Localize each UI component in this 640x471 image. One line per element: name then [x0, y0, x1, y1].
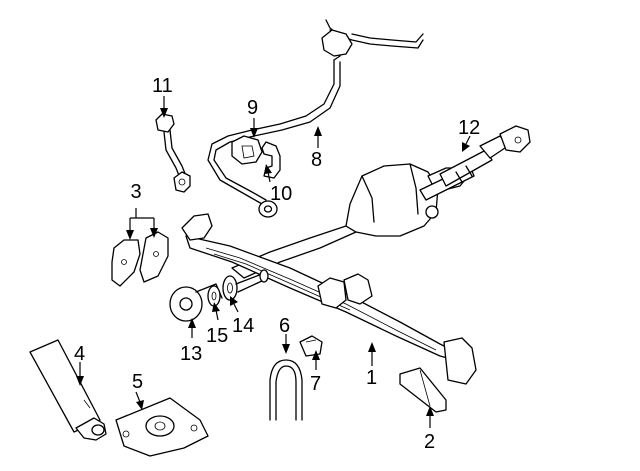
stabilizer-bar[interactable] [207, 19, 424, 218]
callout-2: 2 [424, 431, 435, 453]
callout-15: 15 [206, 325, 228, 347]
spring-shackle[interactable] [399, 367, 447, 413]
callout-5: 5 [132, 371, 143, 393]
leaf-spring[interactable] [181, 213, 477, 385]
callout-6: 6 [279, 315, 290, 337]
callout-4: 4 [74, 343, 85, 365]
spring-bracket-right[interactable] [139, 231, 169, 283]
callouts: 1 2 3 4 5 6 7 8 9 10 11 12 13 14 15 [74, 75, 480, 453]
u-bolt[interactable] [269, 359, 303, 421]
spring-bracket-left[interactable] [111, 239, 141, 287]
callout-8: 8 [311, 149, 322, 171]
callout-11: 11 [152, 75, 173, 97]
bump-stop[interactable] [299, 335, 323, 357]
leader-lines [76, 96, 471, 428]
callout-7: 7 [310, 373, 321, 395]
stabilizer-bushing[interactable] [231, 135, 263, 165]
callout-9: 9 [247, 97, 258, 119]
hanger-bolt [235, 273, 265, 293]
washer-14[interactable] [222, 275, 238, 301]
callout-14: 14 [232, 315, 254, 337]
hanger-bolt-end [259, 269, 269, 283]
spring-hanger-bushing[interactable] [169, 283, 223, 322]
callout-1: 1 [366, 367, 377, 389]
callout-3: 3 [130, 181, 141, 203]
spring-plate[interactable] [115, 397, 209, 457]
shock-absorber[interactable] [29, 339, 107, 441]
callout-12: 12 [458, 117, 480, 139]
drive-shaft[interactable] [439, 125, 531, 187]
callout-13: 13 [180, 343, 202, 365]
washer-15[interactable] [207, 285, 221, 307]
stabilizer-link[interactable] [155, 113, 191, 193]
callout-10: 10 [270, 183, 292, 205]
